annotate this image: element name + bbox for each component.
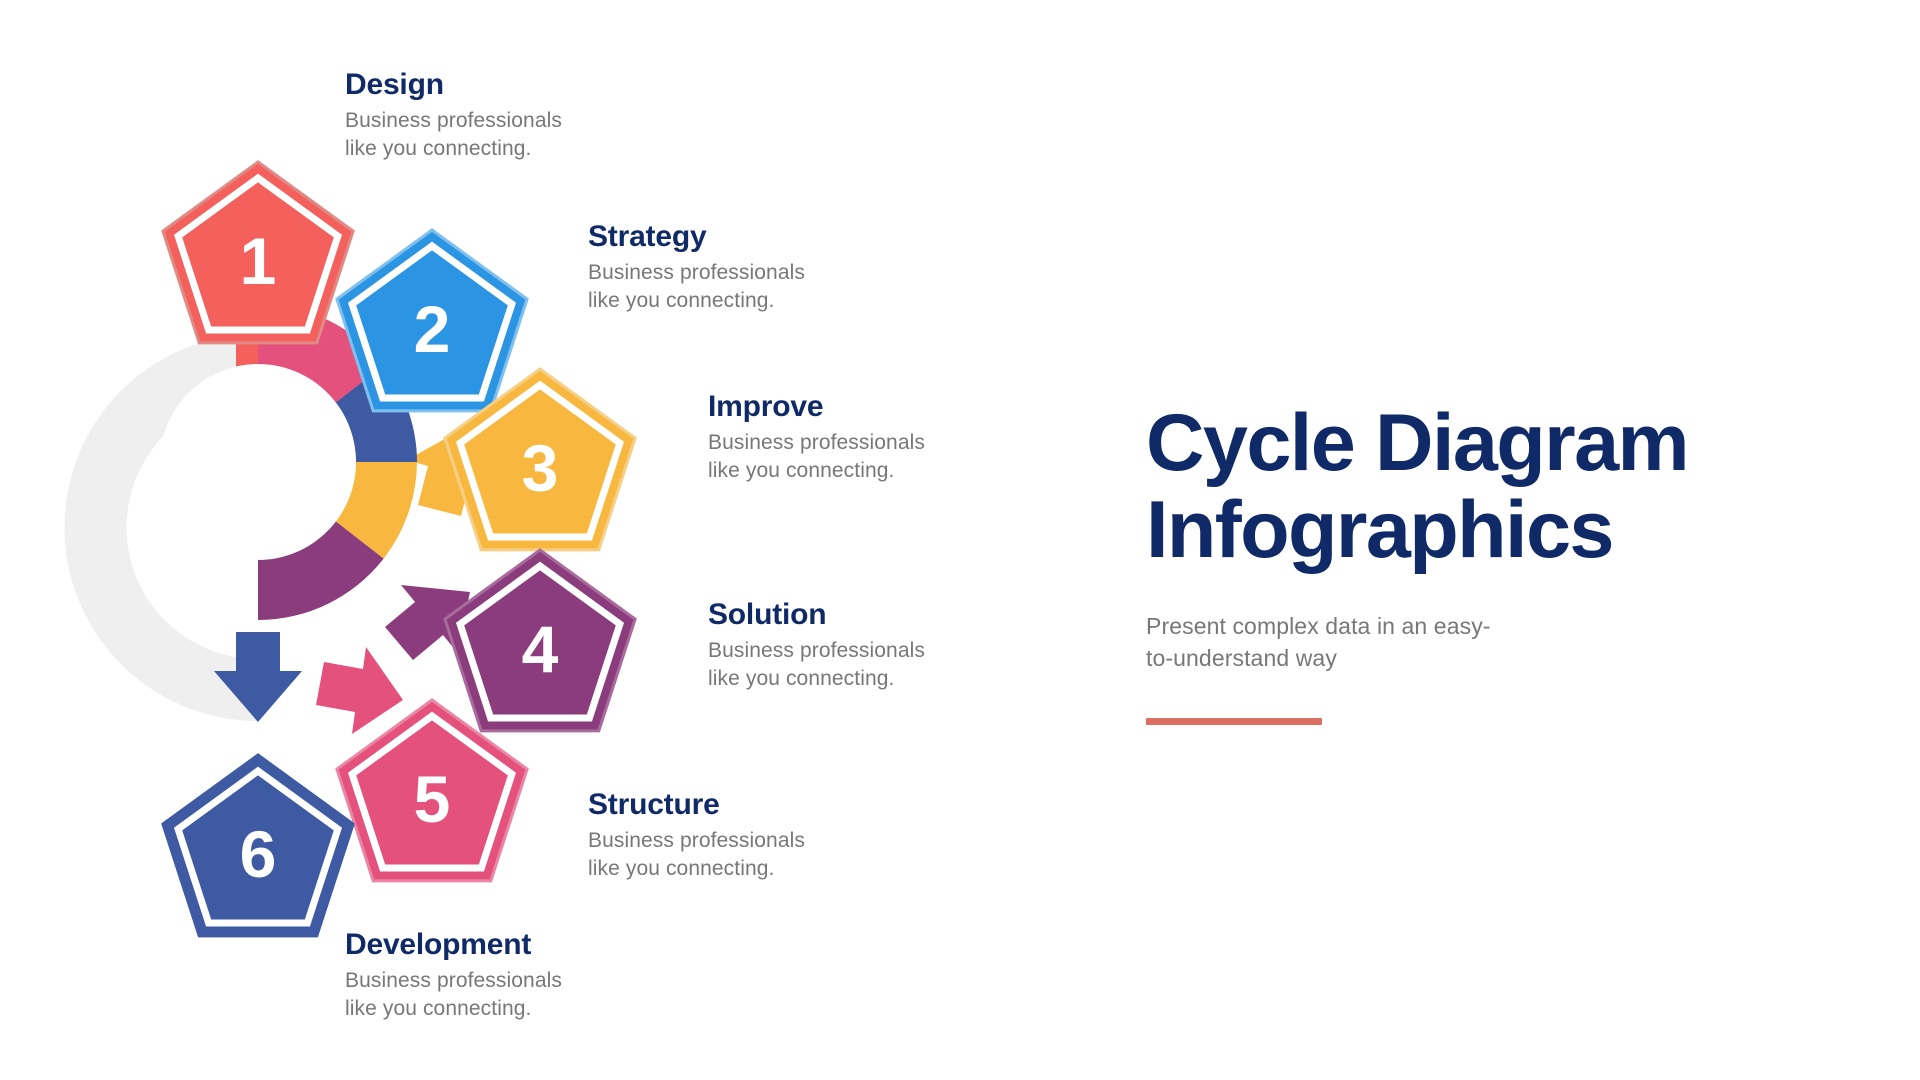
step-desc-strategy: Business professionals like you connecti…	[588, 261, 805, 313]
arrow-4-icon	[385, 585, 470, 660]
arrow-5-icon	[316, 647, 403, 734]
step-caption-strategy: Strategy Business professionals like you…	[588, 220, 805, 316]
cycle-diagram-infographic: 1 2 3 4 5 6	[64, 68, 925, 1024]
step-title-improve: Improve	[708, 390, 824, 423]
step-caption-structure: Structure Business professionals like yo…	[588, 788, 805, 884]
step-caption-solution: Solution Business professionals like you…	[708, 598, 925, 694]
step-desc-design: Business professionals like you connecti…	[345, 109, 562, 161]
pentagon-badge-2[interactable]: 2	[335, 228, 529, 413]
pentagon-number-3: 3	[522, 431, 559, 505]
page-subtitle: Present complex data in an easy- to-unde…	[1146, 613, 1491, 671]
step-title-solution: Solution	[708, 598, 827, 631]
pentagon-badge-1[interactable]: 1	[161, 160, 355, 345]
pentagon-badge-6[interactable]: 6	[161, 753, 355, 938]
pentagon-badge-3[interactable]: 3	[443, 367, 637, 552]
pentagon-badge-4[interactable]: 4	[443, 548, 637, 733]
step-caption-design: Design Business professionals like you c…	[345, 68, 562, 164]
page-title: Cycle Diagram Infographics	[1146, 398, 1690, 575]
accent-divider	[1146, 718, 1322, 726]
pentagon-badge-5[interactable]: 5	[335, 698, 529, 883]
cycle-diagram-svg: 1 2 3 4 5 6	[64, 160, 637, 938]
step-caption-improve: Improve Business professionals like you …	[708, 390, 925, 486]
ring-empty-arc	[64, 334, 259, 721]
title-panel: Cycle Diagram Infographics Present compl…	[1146, 398, 1806, 726]
ring-segment-4	[258, 521, 470, 660]
pentagon-number-1: 1	[240, 224, 277, 298]
step-title-design: Design	[345, 68, 444, 101]
pentagon-number-4: 4	[522, 612, 559, 686]
step-title-structure: Structure	[588, 788, 720, 821]
step-desc-solution: Business professionals like you connecti…	[708, 639, 925, 691]
pentagon-number-2: 2	[414, 292, 451, 366]
arrow-6-icon	[214, 632, 302, 722]
pentagon-number-6: 6	[240, 817, 277, 891]
ring-hub	[160, 364, 356, 560]
step-desc-development: Business professionals like you connecti…	[345, 969, 562, 1021]
step-title-strategy: Strategy	[588, 220, 707, 253]
step-desc-improve: Business professionals like you connecti…	[708, 431, 925, 483]
step-caption-development: Development Business professionals like …	[345, 928, 562, 1024]
step-desc-structure: Business professionals like you connecti…	[588, 829, 805, 881]
step-title-development: Development	[345, 928, 532, 961]
pentagon-number-5: 5	[414, 762, 451, 836]
